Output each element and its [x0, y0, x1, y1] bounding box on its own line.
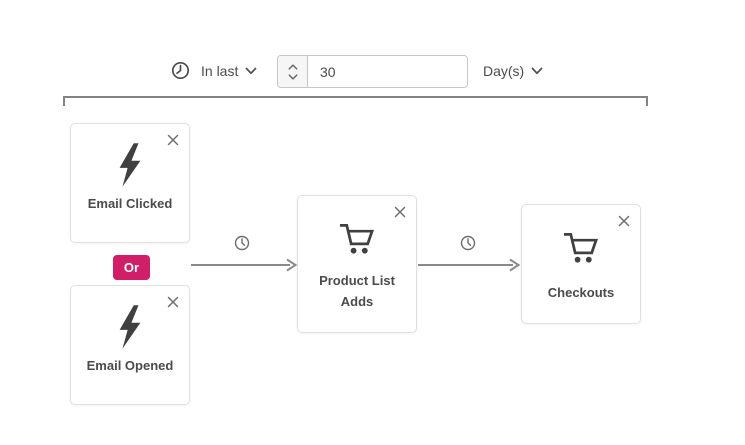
duration-stepper [278, 56, 308, 87]
connector-arrow [191, 258, 298, 272]
range-operator-label: In last [201, 63, 239, 79]
node-label: Product List Adds [319, 273, 395, 309]
time-span-bracket [63, 96, 648, 106]
unit-dropdown-label: Day(s) [483, 63, 525, 79]
or-operator-badge[interactable]: Or [113, 255, 150, 280]
clock-icon[interactable] [234, 235, 250, 251]
node-email-opened[interactable]: Email Opened [70, 285, 190, 405]
chevron-down-icon [531, 67, 543, 75]
stepper-up-button[interactable] [288, 63, 298, 70]
node-label: Email Clicked [87, 196, 173, 211]
close-icon[interactable] [616, 213, 632, 229]
duration-field [277, 55, 468, 88]
chevron-up-icon [288, 63, 297, 70]
node-label: Checkouts [547, 285, 615, 300]
stepper-down-button[interactable] [288, 73, 298, 80]
node-email-clicked[interactable]: Email Clicked [70, 123, 190, 243]
shopping-cart-icon [336, 220, 378, 257]
node-label: Email Opened [86, 358, 174, 373]
clock-icon [171, 61, 190, 80]
node-product-list-adds[interactable]: Product List Adds [297, 195, 417, 333]
close-icon[interactable] [165, 294, 181, 310]
range-operator-dropdown[interactable]: In last [201, 61, 257, 81]
lightning-icon [113, 142, 147, 188]
node-checkouts[interactable]: Checkouts [521, 204, 641, 324]
clock-icon[interactable] [460, 235, 476, 251]
close-icon[interactable] [392, 204, 408, 220]
close-icon[interactable] [165, 132, 181, 148]
chevron-down-icon [288, 73, 297, 80]
shopping-cart-icon [560, 229, 602, 266]
connector-arrow [418, 258, 521, 272]
chevron-down-icon [245, 67, 257, 75]
unit-dropdown[interactable]: Day(s) [483, 61, 543, 81]
duration-input[interactable] [308, 56, 467, 87]
lightning-icon [113, 304, 147, 350]
